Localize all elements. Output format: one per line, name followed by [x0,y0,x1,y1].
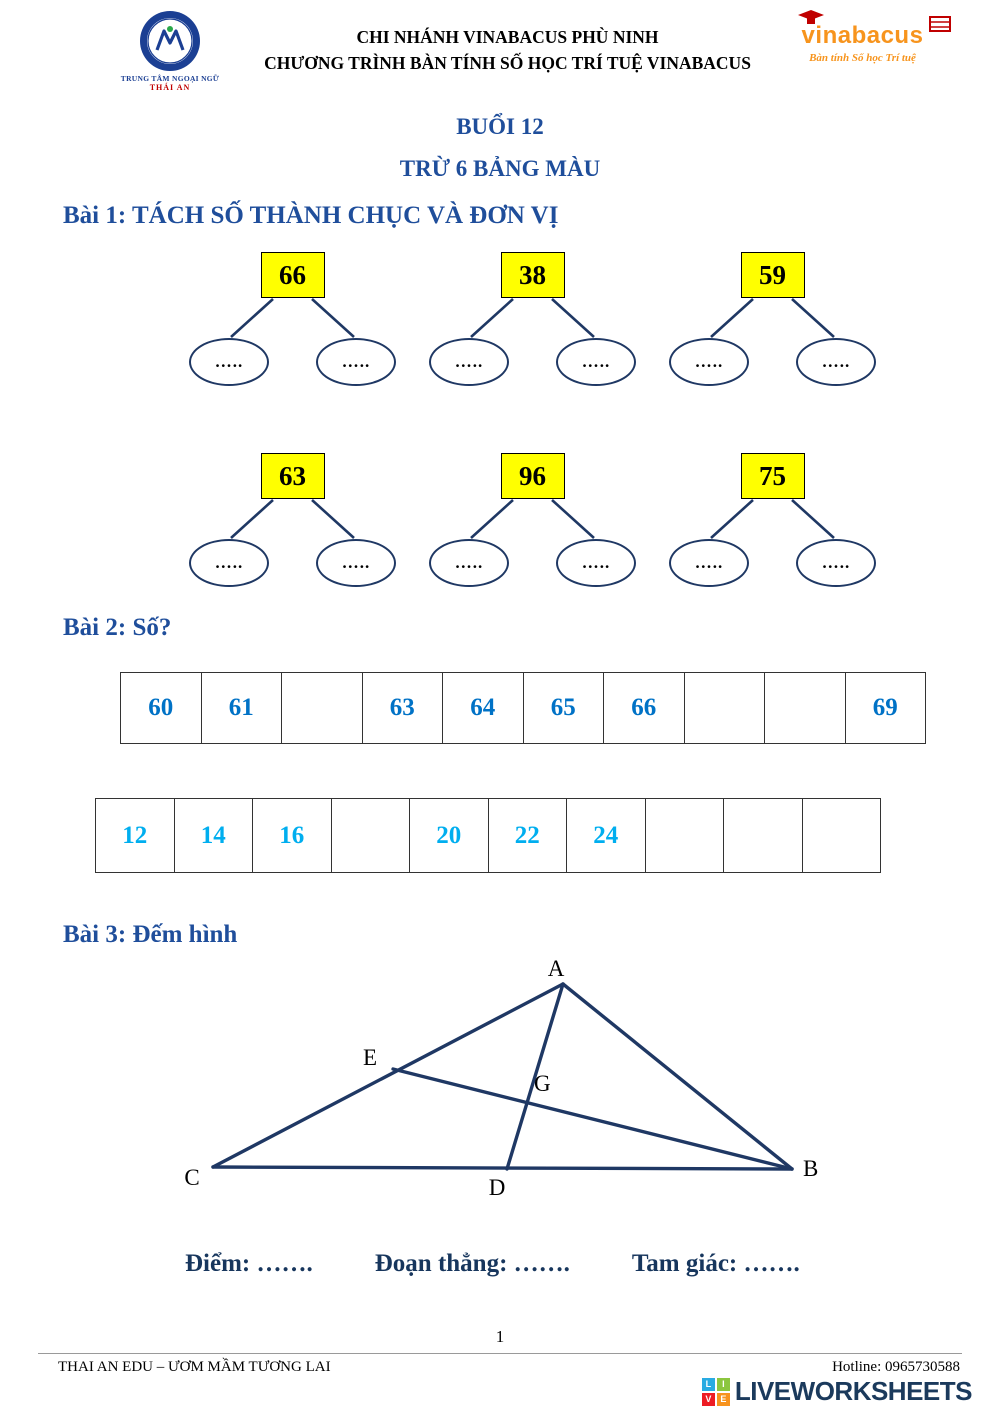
connector-lines [230,298,355,338]
table-cell: 22 [489,799,567,872]
logo-square-e: E [716,1392,730,1406]
decomposition-diagram: 75 ….. ….. [665,453,880,588]
table-cell-blank[interactable] [332,799,410,872]
table-cell-blank[interactable] [765,673,846,743]
number-box: 96 [500,453,565,499]
table-cell: 16 [253,799,332,872]
header-line1: CHI NHÁNH VINABACUS PHÙ NINH [356,27,659,47]
topic-title: TRỪ 6 BẢNG MÀU [399,156,601,181]
page-number: 1 [495,1327,505,1346]
number-sequence-table-2: 12 14 16 20 22 24 [95,798,881,873]
question-segments[interactable]: Đoạn thẳng: ……. [374,1250,570,1277]
table-cell: 24 [567,799,646,872]
connector-lines [710,298,835,338]
number-box: 59 [740,252,805,298]
logo-square-l: L [701,1377,715,1391]
answer-ellipse[interactable]: ….. [429,539,509,587]
point-label-b: B [803,1156,818,1181]
abacus-icon [929,16,951,37]
table-cell-blank[interactable] [803,799,881,872]
connector-lines [710,499,835,539]
geometry-figure: A B C D E G [0,959,1000,1214]
table-cell: 60 [121,673,202,743]
number-box: 63 [260,453,325,499]
connector-lines [230,499,355,539]
table-cell: 61 [202,673,282,743]
answer-ellipse[interactable]: ….. [556,338,636,386]
bai2-heading: Bài 2: Số? [63,614,172,641]
decomposition-diagram: 96 ….. ….. [425,453,640,588]
header-title-block: CHI NHÁNH VINABACUS PHÙ NINH CHƯƠNG TRÌN… [235,10,780,77]
footer-divider [38,1353,962,1354]
logo-square-v: V [701,1392,715,1406]
decomposition-diagram: 59 ….. ….. [665,252,880,387]
question-points[interactable]: Điểm: ……. [185,1250,313,1277]
connector-lines [470,298,595,338]
bai1-heading: Bài 1: TÁCH SỐ THÀNH CHỤC VÀ ĐƠN VỊ [63,202,559,229]
bai3-questions: Điểm: ……. Đoạn thẳng: ……. Tam giác: ……. [0,1250,1000,1278]
thai-an-emblem-icon [140,11,200,71]
logo-square-i: I [716,1377,730,1391]
point-label-c: C [184,1165,199,1190]
graduation-cap-icon [798,10,824,31]
org-name-line1: TRUNG TÂM NGOẠI NGỮ [120,74,220,83]
point-label-e: E [363,1045,377,1070]
session-title: BUỔI 12 [456,114,544,139]
table-cell: 66 [604,673,685,743]
table-cell-blank[interactable] [646,799,724,872]
table-cell-blank[interactable] [685,673,765,743]
org-name-line2: THÁI AN [149,83,191,92]
table-cell: 64 [443,673,524,743]
vinabacus-logo: vinabacus Bàn tính Số học Trí tuệ [780,10,951,64]
answer-ellipse[interactable]: ….. [669,338,749,386]
answer-ellipse[interactable]: ….. [429,338,509,386]
footer-left-text: THAI AN EDU – ƯƠM MẦM TƯƠNG LAI [58,1359,331,1375]
answer-ellipse[interactable]: ….. [316,338,396,386]
header-line2: CHƯƠNG TRÌNH BÀN TÍNH SỐ HỌC TRÍ TUỆ VIN… [264,53,751,74]
answer-ellipse[interactable]: ….. [316,539,396,587]
table-cell: 63 [363,673,443,743]
table-cell-blank[interactable] [724,799,803,872]
footer: 1 THAI AN EDU – ƯƠM MẦM TƯƠNG LAI Hotlin… [0,1327,1000,1413]
answer-ellipse[interactable]: ….. [796,539,876,587]
header: TRUNG TÂM NGOẠI NGỮ THÁI AN CHI NHÁNH VI… [0,0,1000,92]
table-cell: 65 [524,673,604,743]
decomposition-diagram: 38 ….. ….. [425,252,640,387]
liveworksheets-logo[interactable]: L I V E LIVEWORKSHEETS [701,1376,973,1407]
answer-ellipse[interactable]: ….. [556,539,636,587]
decomposition-row-2: 63 ….. ….. 96 ….. ….. 75 ….. ….. [0,453,1000,588]
vinabacus-wordmark: vinabacus [801,22,924,49]
answer-ellipse[interactable]: ….. [796,338,876,386]
decomposition-row-1: 66 ….. ….. 38 ….. ….. 59 ….. ….. [0,252,1000,387]
decomposition-diagram: 66 ….. ….. [185,252,400,387]
table-cell: 12 [96,799,175,872]
decomposition-diagram: 63 ….. ….. [185,453,400,588]
thai-an-logo: TRUNG TÂM NGOẠI NGỮ THÁI AN [105,10,235,92]
bai3-heading: Bài 3: Đếm hình [63,921,238,948]
answer-ellipse[interactable]: ….. [189,338,269,386]
number-box: 75 [740,453,805,499]
table-cell: 20 [410,799,489,872]
answer-ellipse[interactable]: ….. [189,539,269,587]
table-cell-blank[interactable] [282,673,363,743]
number-box: 66 [260,252,325,298]
liveworksheets-grid-icon: L I V E [701,1377,730,1406]
point-label-g: G [534,1071,551,1096]
liveworksheets-wordmark: LIVEWORKSHEETS [734,1376,973,1406]
answer-ellipse[interactable]: ….. [669,539,749,587]
table-cell: 14 [175,799,253,872]
question-triangles[interactable]: Tam giác: ……. [631,1250,800,1277]
number-box: 38 [500,252,565,298]
vinabacus-tagline: Bàn tính Số học Trí tuệ [809,52,916,64]
point-label-d: D [489,1175,506,1200]
table-cell: 69 [872,694,898,721]
footer-hotline: Hotline: 0965730588 [832,1359,960,1375]
number-sequence-table-1: 60 61 63 64 65 66 69 [120,672,926,744]
point-label-a: A [548,959,565,981]
connector-lines [470,499,595,539]
